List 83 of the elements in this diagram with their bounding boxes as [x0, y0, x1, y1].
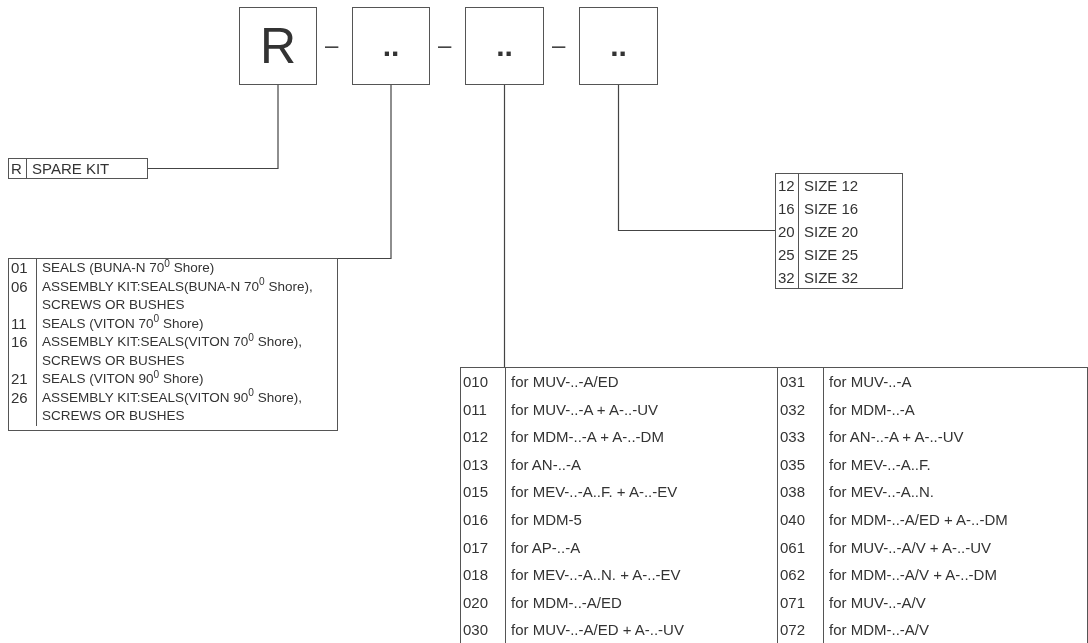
- code-position-box: [465, 7, 544, 85]
- connector-line: [503, 84, 506, 368]
- description-cell: for MDM-..-A/V + A-..-DM: [824, 561, 1088, 589]
- code-table: [8, 258, 338, 431]
- description-cell: for MDM-..-A + A-..-DM: [506, 423, 778, 451]
- code-cell: 20: [776, 220, 799, 243]
- code-letter: ..: [496, 31, 513, 61]
- code-cell: 030: [461, 616, 506, 643]
- code-cell: 062: [778, 561, 824, 589]
- code-cell: 16: [776, 197, 799, 220]
- code-cell: 21: [9, 370, 37, 389]
- description-cell-text: SEALS (VITON 70$^{0}$ Shore): [41, 314, 205, 333]
- description-cell-text: SPARE KIT: [31, 159, 111, 178]
- code-cell: 012: [461, 423, 506, 451]
- code-cell: 015: [461, 478, 506, 506]
- connector-line: [617, 84, 776, 232]
- code-cell: 013: [461, 450, 506, 479]
- code-cell: 072: [778, 616, 824, 643]
- description-cell: for MEV-..-A..N. + A-..-EV: [506, 561, 778, 589]
- description-cell: for MEV-..-A..F. + A-..-EV: [506, 478, 778, 506]
- code-cell: 017: [461, 533, 506, 562]
- description-cell: for MDM-5: [506, 505, 778, 534]
- code-table: [460, 367, 1088, 643]
- code-cell: 010: [461, 368, 506, 396]
- code-cell: 033: [778, 423, 824, 451]
- description-cell-text: SIZE 32: [803, 268, 860, 288]
- code-position-box: [352, 7, 430, 85]
- code-letter: ..: [382, 31, 400, 61]
- code-cell: 061: [778, 533, 824, 562]
- code-cell: 038: [778, 478, 824, 506]
- description-cell: for AN-..-A: [506, 450, 778, 479]
- description-cell-text: SEALS (VITON 90$^{0}$ Shore): [41, 370, 205, 388]
- code-cell: 11: [9, 314, 37, 333]
- description-cell: for MDM-..-A: [824, 395, 1088, 424]
- code-cell: 018: [461, 561, 506, 589]
- description-cell: for MUV-..-A + A-..-UV: [506, 395, 778, 424]
- code-cell: 16: [9, 333, 37, 370]
- code-cell: 020: [461, 588, 506, 617]
- code-cell: 016: [461, 505, 506, 534]
- description-cell-text: SIZE 16: [803, 199, 860, 219]
- description-cell: for MUV-..-A: [824, 368, 1088, 396]
- code-position-box: [239, 7, 317, 85]
- description-cell: for MUV-..-A/ED: [506, 368, 778, 396]
- description-cell: for MEV-..-A..N.: [824, 478, 1088, 506]
- code-letter: R: [259, 21, 297, 71]
- code-cell: 011: [461, 395, 506, 424]
- description-cell: for MUV-..-A/V + A-..-UV: [824, 533, 1088, 562]
- connector-line: [147, 84, 279, 170]
- description-cell: for MUV-..-A/V: [824, 588, 1088, 617]
- code-cell: 26: [9, 388, 37, 426]
- separator-dash: –: [438, 33, 452, 57]
- description-cell-text: SIZE 20: [803, 222, 860, 242]
- code-cell: 040: [778, 505, 824, 534]
- code-table: [775, 173, 903, 289]
- code-cell: 12: [776, 174, 799, 197]
- code-position-box: [579, 7, 658, 85]
- description-cell: for MDM-..-A/ED + A-..-DM: [824, 505, 1088, 534]
- description-cell-text: ASSEMBLY KIT:SEALS(VITON 90$^{0}$ Shore), SCREWS OR BUSHES: [41, 388, 303, 425]
- code-cell: 035: [778, 450, 824, 479]
- description-cell: for MUV-..-A/ED + A-..-UV: [506, 616, 778, 643]
- connector-line: [337, 84, 392, 260]
- code-cell: 031: [778, 368, 824, 396]
- description-cell-text: ASSEMBLY KIT:SEALS(VITON 70$^{0}$ Shore), SCREWS OR BUSHES: [41, 333, 303, 370]
- description-cell: for MDM-..-A/ED: [506, 588, 778, 617]
- code-table: [8, 158, 148, 179]
- description-cell: for MEV-..-A..F.: [824, 450, 1088, 479]
- separator-dash: –: [552, 33, 566, 57]
- code-cell: 06: [9, 277, 37, 315]
- description-cell-text: SEALS (BUNA-N 70$^{0}$ Shore): [41, 259, 216, 277]
- code-letter: ..: [610, 31, 627, 61]
- code-cell: 32: [776, 266, 799, 289]
- code-cell: 01: [9, 259, 37, 278]
- description-cell-text: SIZE 25: [803, 245, 860, 265]
- description-cell-text: SIZE 12: [803, 176, 860, 196]
- separator-dash: –: [325, 33, 339, 57]
- description-cell: for MDM-..-A/V: [824, 616, 1088, 643]
- description-cell: for AP-..-A: [506, 533, 778, 562]
- code-cell: 071: [778, 588, 824, 617]
- description-cell-text: ASSEMBLY KIT:SEALS(BUNA-N 70$^{0}$ Shore), SCREWS OR BUSHES: [41, 277, 314, 314]
- code-cell: 25: [776, 243, 799, 266]
- code-cell: R: [9, 159, 27, 178]
- code-cell: 032: [778, 395, 824, 424]
- description-cell: for AN-..-A + A-..-UV: [824, 423, 1088, 451]
